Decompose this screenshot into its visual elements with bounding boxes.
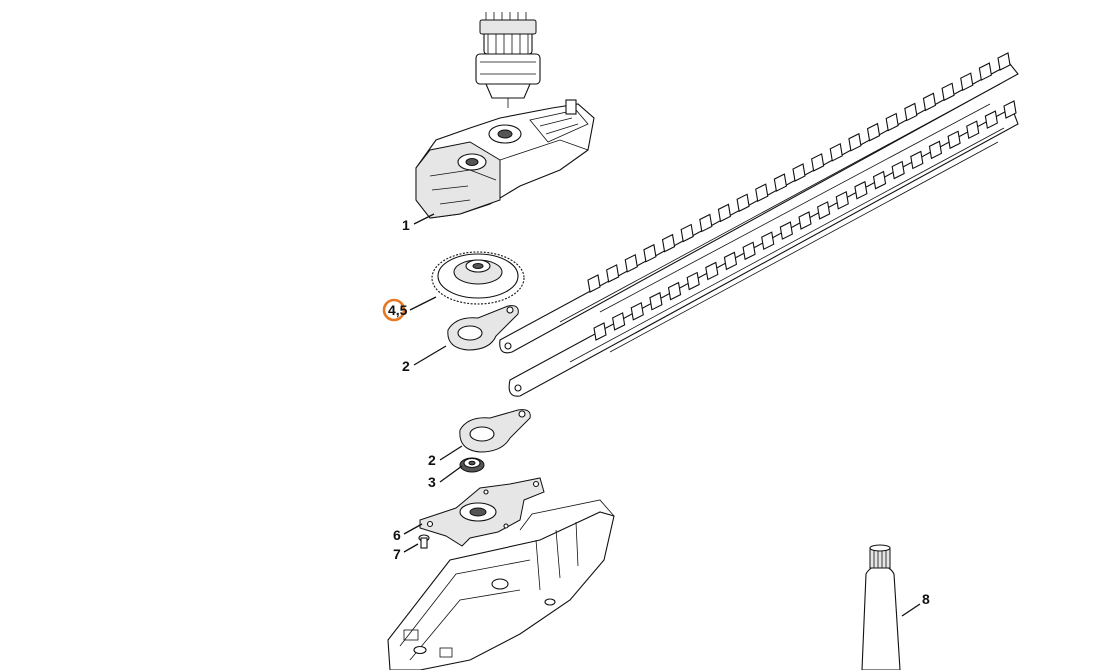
callout-2-lower[interactable]: 2 [428, 452, 436, 468]
callout-2-upper[interactable]: 2 [402, 358, 410, 374]
crank-washer-upper-part [447, 305, 519, 351]
cutter-blade-lower-part [508, 107, 1019, 397]
drive-shaft-part [861, 544, 901, 670]
callout-4-5[interactable]: 4,5 [388, 302, 408, 318]
blade-teeth [587, 52, 1017, 341]
gear-wheel-part [431, 251, 525, 305]
cutter-blade-upper-part [499, 63, 1019, 354]
callout-1[interactable]: 1 [402, 217, 410, 233]
callout-3[interactable]: 3 [428, 474, 436, 490]
motor-part [475, 12, 541, 108]
screw-part [418, 534, 430, 549]
crank-washer-lower-part [459, 409, 531, 453]
callout-7[interactable]: 7 [393, 546, 401, 562]
guide-plate-part [419, 477, 545, 547]
callout-8[interactable]: 8 [922, 591, 930, 607]
callout-4-5-highlight[interactable] [382, 298, 406, 322]
bearing-part [459, 457, 485, 473]
gearbox-housing-part [415, 99, 595, 219]
gear-cover-part [387, 499, 615, 670]
callout-6[interactable]: 6 [393, 527, 401, 543]
leader-lines [403, 213, 921, 617]
